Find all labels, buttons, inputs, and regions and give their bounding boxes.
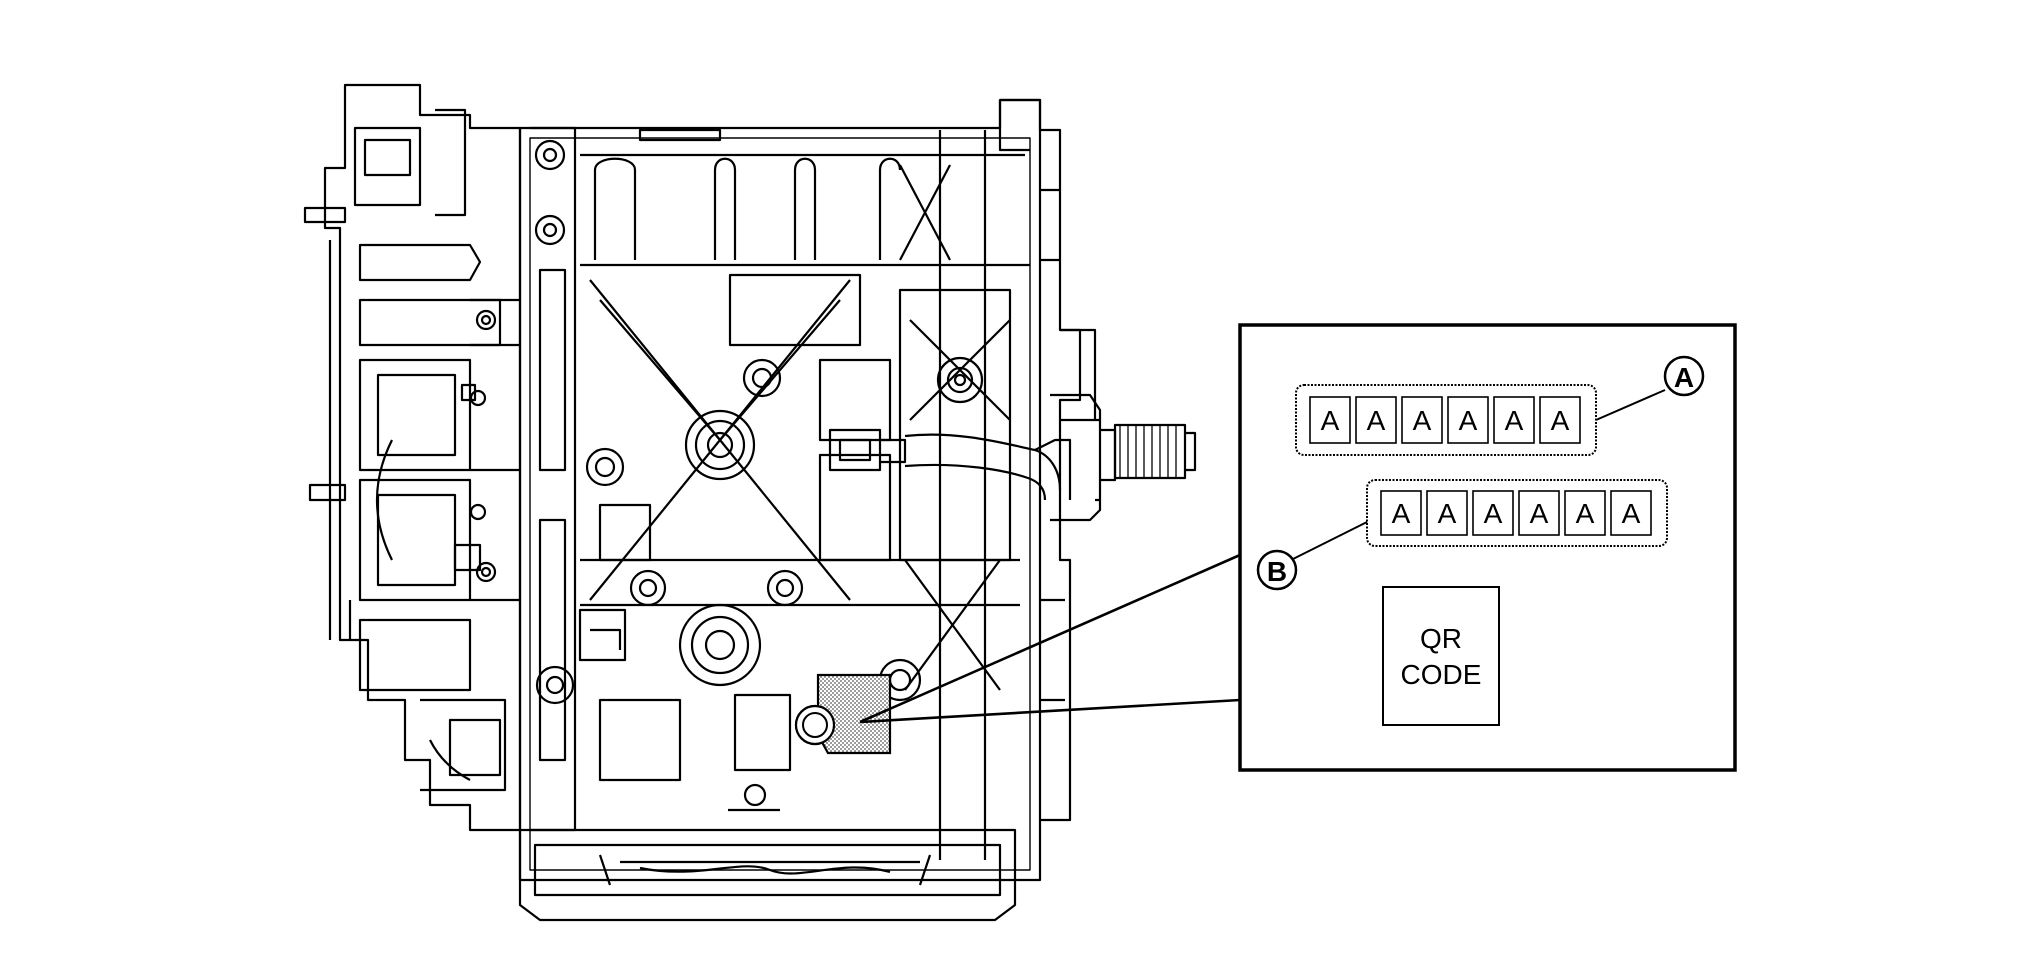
id-plate	[794, 673, 892, 755]
label-a-circle	[1663, 355, 1705, 397]
qr-code-box	[1382, 586, 1500, 726]
leader-b	[1290, 521, 1368, 561]
end-cover	[303, 83, 522, 832]
qr-label-line2: CODE	[1401, 659, 1482, 690]
qr-label-line1: QR	[1420, 623, 1462, 654]
main-case	[518, 98, 1042, 922]
row-b-char: A	[1622, 498, 1641, 529]
label-b-circle	[1256, 549, 1298, 591]
harness-hose	[828, 428, 1072, 501]
cover-bolts	[469, 309, 497, 583]
row-a-char: A	[1505, 405, 1524, 436]
plate-row-b-frame	[1366, 479, 1668, 547]
label-a: A	[1674, 362, 1694, 393]
output-shaft	[1050, 393, 1197, 522]
label-b: B	[1267, 556, 1287, 587]
row-a-char: A	[1551, 405, 1570, 436]
row-a-char: A	[1321, 405, 1340, 436]
id-plate-detail: A A A A A A A A A A A A QR CODE	[1238, 323, 1737, 772]
row-b-char: A	[1438, 498, 1457, 529]
transaxle-assembly	[303, 83, 1197, 922]
row-b-char: A	[1484, 498, 1503, 529]
row-a-char: A	[1367, 405, 1386, 436]
callout-leader	[859, 553, 1241, 724]
row-b-char: A	[1530, 498, 1549, 529]
right-housing	[1000, 98, 1097, 822]
plate-row-b	[1380, 490, 1652, 536]
case-tabs	[453, 383, 622, 650]
leader-a	[1595, 389, 1666, 421]
row-a-char: A	[1413, 405, 1432, 436]
row-b-char: A	[1392, 498, 1411, 529]
row-b-char: A	[1576, 498, 1595, 529]
plate-row-a	[1309, 396, 1581, 444]
row-a-char: A	[1459, 405, 1478, 436]
